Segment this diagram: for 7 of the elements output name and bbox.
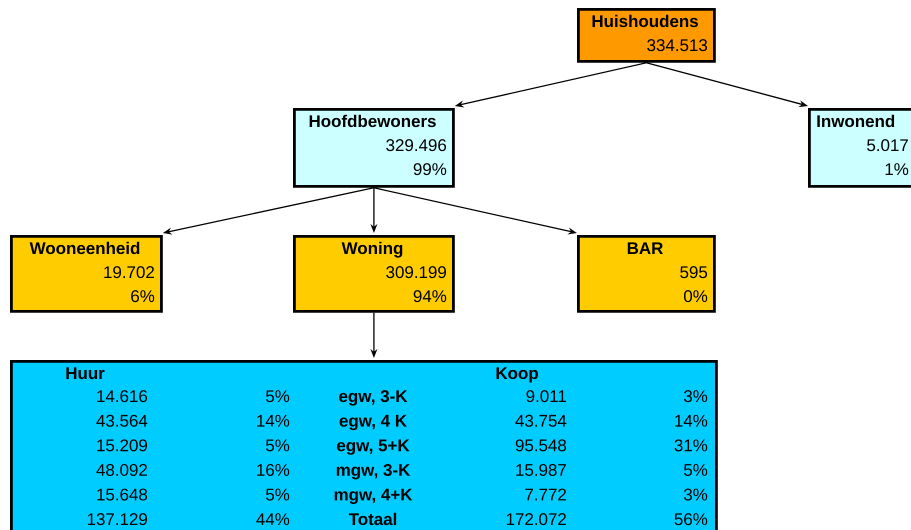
value-box: Wooneenheid 19.702 6% — [10, 234, 163, 313]
value-box: Woning 309.199 94% — [293, 234, 455, 313]
value-box: Hoofdbewoners 329.496 99% — [293, 108, 455, 188]
value-box: BAR 595 0% — [577, 234, 716, 313]
value-box: Inwonend 5.017 1% — [808, 108, 911, 188]
table-box: Huur Koop 14.616 5% egw, 3-K 9.011 3% 43.564 14% egw, 4 K 43.754 14% 15.209 5% egw, 5+K 95.548 31% 48.092 16% mgw, 3-K 15.987 5% 15.648 5% mgw, 4+K 7.772 3% 137.129 44% Totaal 172.072 56% — [10, 360, 718, 530]
value-box: Huishoudens 334.513 — [577, 8, 716, 63]
